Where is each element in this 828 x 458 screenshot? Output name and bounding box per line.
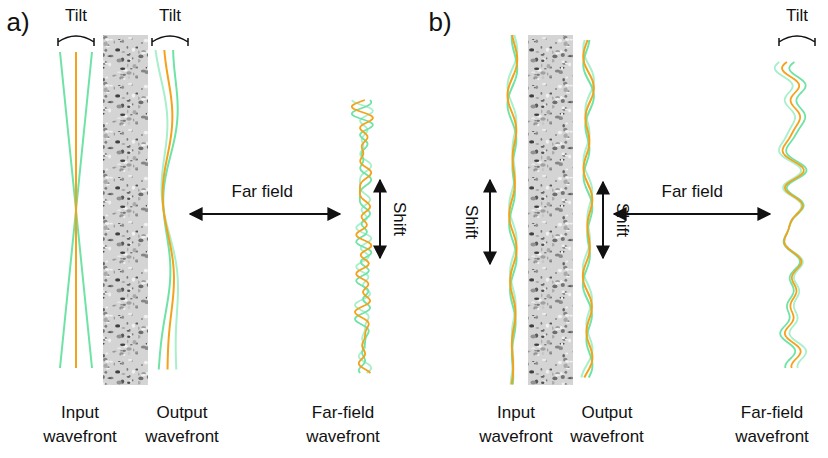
far-field-arrow [190,213,340,215]
axis-caption: Far-field wavefront [724,401,820,449]
scattering-medium [103,35,148,385]
shift-label: Shift [387,202,411,236]
far-field-arrow [614,213,770,215]
shift-label: Shift [459,205,483,239]
wavefront [508,35,518,385]
axis-caption: Output wavefront [561,401,653,449]
wavefront [352,100,373,373]
wavefront [352,100,373,373]
wavefront [159,50,178,370]
scattering-medium [528,35,573,385]
shift-arrow [489,180,491,264]
wavefront [780,62,806,368]
wavefront [583,40,594,378]
wavefront [581,40,593,378]
shift-arrow [602,182,604,258]
axis-caption: Output wavefront [136,401,228,449]
wavefront [508,35,518,385]
far-field-label: Far field [662,180,723,204]
tilt-label: Tilt [159,4,181,28]
wavefront [508,35,518,385]
far-field-label: Far field [232,180,293,204]
wavefront [352,100,373,373]
axis-caption: Input wavefront [34,401,126,449]
wavefront [775,62,806,368]
axis-caption: Input wavefront [470,401,562,449]
input-wavefront [60,52,92,368]
tilt-arc [779,36,815,46]
wavefront [163,50,174,370]
wavefront [782,62,804,368]
shift-label: Shift [610,203,634,237]
tilt-label: Tilt [786,4,808,28]
axis-caption: Far-field wavefront [293,401,393,449]
input-wavefront [75,52,77,368]
tilt-arc [152,36,188,46]
tilt-label: Tilt [65,4,87,28]
panel-label: b) [429,7,452,37]
panel-label: a) [7,7,30,37]
shift-arrow [379,180,381,258]
wavefront [583,40,594,378]
input-wavefront [60,52,92,368]
wavefront [156,50,178,370]
tilt-arc [58,36,94,46]
